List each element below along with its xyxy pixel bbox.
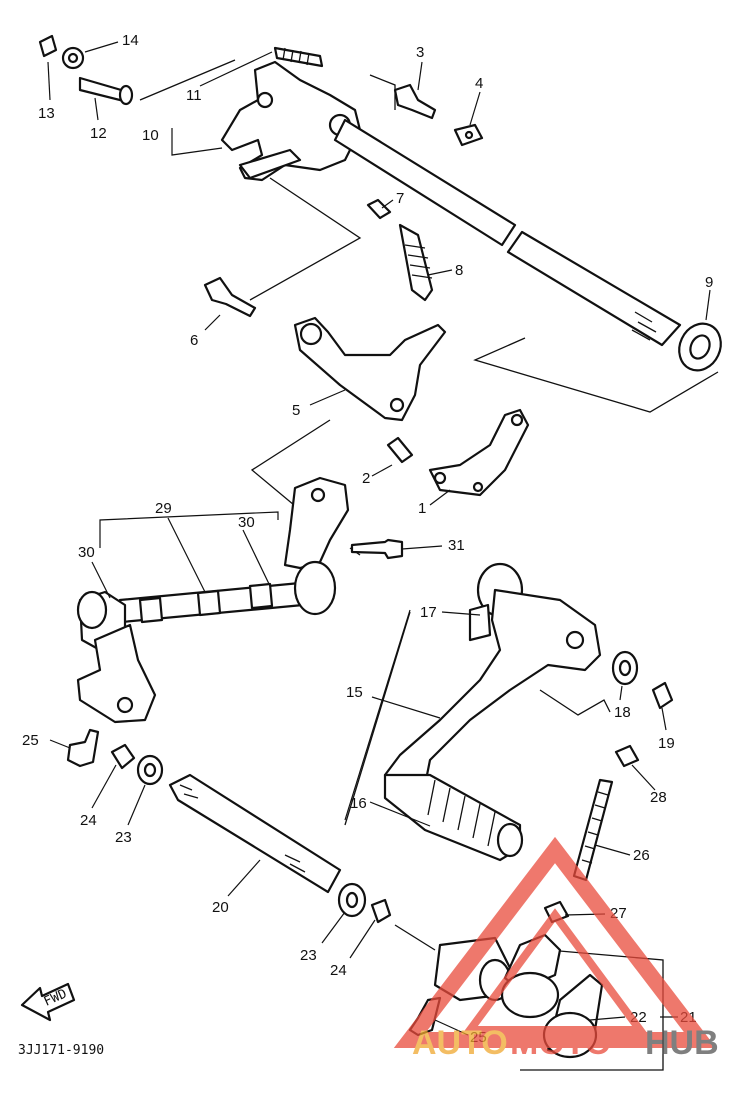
- rod-26: [572, 778, 614, 882]
- clip-24-left: [110, 743, 136, 770]
- callout-3: 3: [416, 44, 424, 61]
- callout-17: 17: [420, 604, 437, 621]
- watermark-logo: AUTO MOTO HUB: [393, 836, 719, 1062]
- callout-30-left: 30: [78, 544, 95, 561]
- callout-16: 16: [350, 795, 367, 812]
- callout-6: 6: [190, 332, 198, 349]
- callout-31: 31: [448, 537, 465, 554]
- nut-28: [614, 744, 640, 768]
- pedal-15: [383, 562, 602, 792]
- washer-18: [611, 650, 639, 686]
- clip-24-right: [370, 898, 392, 924]
- callout-19: 19: [658, 735, 675, 752]
- bolt-7: [366, 198, 392, 220]
- callout-28: 28: [650, 789, 667, 806]
- callout-30-right: 30: [238, 514, 255, 531]
- shift-arm-assembly: [220, 60, 362, 182]
- callout-18: 18: [614, 704, 631, 721]
- callout-4: 4: [475, 75, 483, 92]
- clip-4: [453, 123, 484, 147]
- washer-23-right: [337, 882, 367, 918]
- callout-24-left: 24: [80, 812, 97, 829]
- shift-arm-5: [293, 316, 447, 422]
- bolt-25-left: [66, 728, 100, 768]
- callout-5: 5: [292, 402, 300, 419]
- callout-29: 29: [155, 500, 172, 517]
- shaft-20: [168, 773, 342, 894]
- shift-rod-assembly: [76, 476, 350, 724]
- callout-1: 1: [418, 500, 426, 517]
- plate-1: [428, 408, 530, 497]
- callout-2: 2: [362, 470, 370, 487]
- bolt-31: [350, 538, 404, 560]
- callout-13: 13: [38, 105, 55, 122]
- bolt-6: [203, 276, 257, 318]
- small-parts-top-left: [38, 34, 134, 106]
- shift-shaft: [333, 118, 722, 372]
- callout-10: 10: [142, 127, 159, 144]
- callout-8: 8: [455, 262, 463, 279]
- guide-lines: [139, 59, 719, 1071]
- callout-7: 7: [396, 190, 404, 207]
- bolt-3: [393, 83, 437, 120]
- callout-23-left: 23: [115, 829, 132, 846]
- watermark-text-hub: HUB: [645, 1024, 719, 1062]
- callout-20: 20: [212, 899, 229, 916]
- spring-11: [273, 46, 324, 68]
- watermark-text-auto: AUTO: [412, 1024, 508, 1062]
- clip-19: [651, 681, 674, 710]
- callout-14: 14: [122, 32, 139, 49]
- callout-25-left: 25: [22, 732, 39, 749]
- footpeg-16: [383, 773, 524, 862]
- callout-11: 11: [186, 87, 202, 104]
- spring-8: [398, 223, 434, 302]
- watermark-text-moto: MOTO: [510, 1024, 611, 1062]
- callout-26: 26: [633, 847, 650, 864]
- callout-12: 12: [90, 125, 107, 142]
- callout-24-right: 24: [330, 962, 347, 979]
- diagram-code: 3JJ171-9190: [18, 1043, 104, 1058]
- callout-labels: 14 13 12 11 10 3 4 7 8 9 6 5 2 1 29 30 3…: [22, 32, 713, 1046]
- callout-15: 15: [346, 684, 363, 701]
- bolt-2: [386, 436, 414, 464]
- leader-lines: [47, 41, 711, 1036]
- washer-23-left: [136, 754, 164, 786]
- callout-23-right: 23: [300, 947, 317, 964]
- fwd-arrow: FWD: [20, 982, 76, 1022]
- callout-9: 9: [705, 274, 713, 291]
